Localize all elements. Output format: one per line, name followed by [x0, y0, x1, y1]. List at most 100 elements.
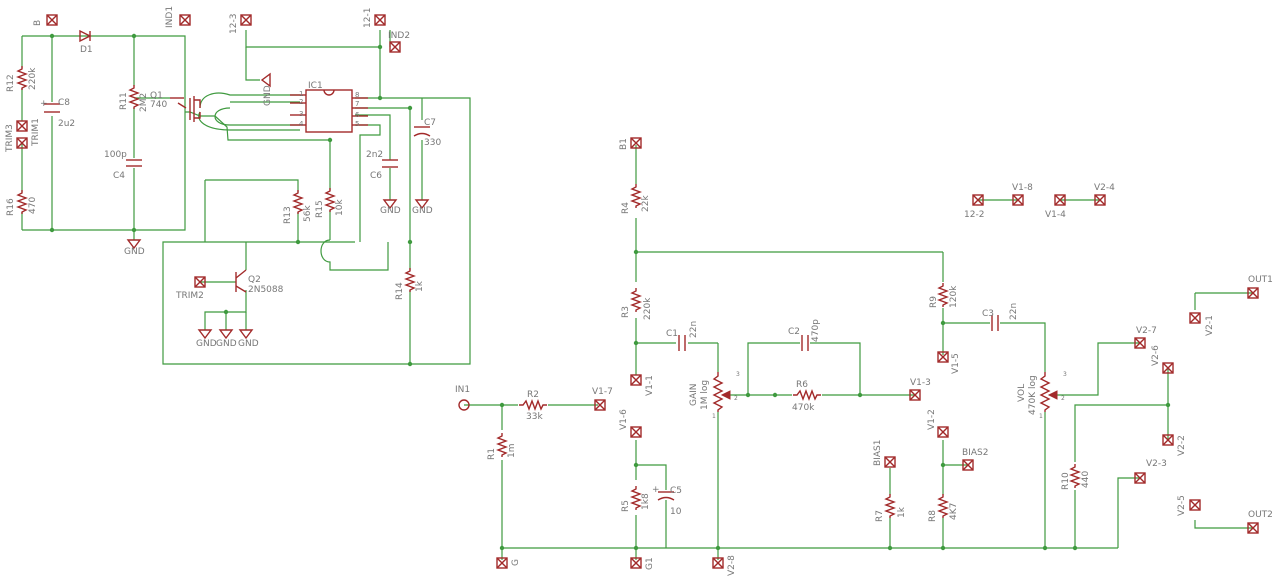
label-r14-val: 1k — [415, 280, 425, 292]
label-trim3: TRIM3 — [5, 124, 15, 153]
label-r4: R4 — [621, 202, 631, 214]
pad-12-1 — [374, 14, 386, 26]
label-v1-6: V1-6 — [619, 409, 629, 430]
label-d1: D1 — [80, 45, 93, 55]
label-trim2: TRIM2 — [175, 291, 204, 301]
label-gnd-4: GND — [412, 206, 433, 216]
label-b: B — [33, 20, 43, 26]
label-pin8: 8 — [355, 91, 359, 99]
label-ind2: IND2 — [388, 31, 410, 41]
label-c7: C7 — [424, 118, 436, 128]
mosfet-q1 — [170, 96, 201, 122]
resistor-r1 — [497, 432, 507, 458]
label-12-1: 12-1 — [363, 8, 373, 28]
label-r3: R3 — [621, 306, 631, 318]
label-v1-8: V1-8 — [1012, 183, 1033, 193]
label-r1-val: 1m — [507, 444, 517, 459]
resistor-r16 — [17, 189, 27, 215]
label-r7-val: 1k — [897, 506, 907, 518]
label-r13-val: 56k — [303, 205, 313, 222]
label-v2-2: V2-2 — [1177, 435, 1187, 456]
label-wiper-1b: 1 — [1039, 413, 1043, 420]
ic1-chip — [290, 89, 368, 133]
label-v2-3: V2-3 — [1146, 459, 1167, 469]
label-r15-val: 10k — [335, 199, 345, 216]
gnd-symbol-5 — [198, 329, 212, 339]
resistor-r11 — [129, 84, 139, 110]
potentiometer-vol — [1039, 372, 1058, 412]
pad-bias1 — [884, 456, 896, 468]
label-pin1: 1 — [299, 90, 303, 98]
label-c2: C2 — [788, 327, 800, 337]
label-vol-val: 470K log — [1028, 375, 1038, 415]
input-jack-in1 — [458, 399, 470, 411]
label-pin7: 7 — [355, 100, 359, 108]
label-out2: OUT2 — [1248, 510, 1273, 520]
label-gnd-1: GND — [124, 247, 145, 257]
label-gain: GAIN — [689, 383, 699, 406]
label-gain-val: 1M log — [700, 380, 710, 410]
label-wiper-3a: 3 — [736, 371, 740, 378]
label-pin3: 3 — [299, 110, 303, 118]
label-r13: R13 — [283, 206, 293, 224]
capacitor-c6 — [382, 159, 398, 168]
pad-v2-1 — [1189, 312, 1201, 324]
label-c1: C1 — [666, 329, 678, 339]
resistor-r4 — [631, 183, 641, 209]
label-r2: R2 — [527, 390, 539, 400]
label-c5-val: 10 — [670, 507, 682, 517]
label-out1: OUT1 — [1248, 275, 1273, 285]
label-r12-val: 220k — [28, 67, 38, 90]
label-g1: G1 — [645, 557, 655, 570]
diode-d1 — [79, 29, 92, 43]
pad-trim3 — [16, 120, 28, 132]
label-c4: C4 — [113, 171, 125, 181]
label-c3: C3 — [982, 309, 994, 319]
label-q1-val: 740 — [150, 100, 167, 110]
label-gnd-3: GND — [380, 206, 401, 216]
pad-ind2 — [389, 41, 401, 53]
components: + — [17, 29, 1080, 519]
label-bias2: BIAS2 — [962, 448, 988, 458]
resistor-r2 — [518, 400, 548, 410]
label-v1-5: V1-5 — [951, 353, 961, 374]
label-v1-1: V1-1 — [645, 375, 655, 396]
label-12-2: 12-2 — [964, 210, 984, 220]
pads — [16, 14, 1259, 569]
label-c6-val: 2n2 — [366, 150, 383, 160]
svg-text:+: + — [652, 485, 660, 495]
label-q1: Q1 — [150, 91, 163, 101]
resistor-r6 — [792, 390, 822, 400]
resistor-r10 — [1070, 463, 1080, 489]
resistor-r5 — [631, 485, 641, 511]
label-wiper-2a: 2 — [734, 395, 738, 402]
junctions — [49, 33, 1171, 551]
label-v2-8: V2-8 — [727, 555, 737, 576]
label-c2-val: 470p — [811, 319, 821, 342]
label-v1-2: V1-2 — [927, 409, 937, 430]
labels: B D1 IND1 12-3 12-1 IND2 R12 220k C8 2u2… — [5, 6, 1273, 576]
label-c8-val: 2u2 — [58, 119, 75, 129]
label-r8: R8 — [928, 510, 938, 522]
label-r2-val: 33k — [526, 412, 543, 422]
label-r16: R16 — [6, 198, 16, 216]
label-r4-val: 22k — [641, 195, 651, 212]
label-q2: Q2 — [248, 275, 261, 285]
capacitor-c8: + — [40, 99, 60, 113]
pad-v1-1 — [630, 374, 642, 386]
label-r10-val: 440 — [1081, 471, 1091, 488]
label-wiper-2b: 2 — [1061, 395, 1065, 402]
label-c7-val: 330 — [424, 138, 441, 148]
label-r16-val: 470 — [28, 197, 38, 214]
label-c3-val: 22n — [1009, 303, 1019, 320]
gnd-symbol-2 — [260, 72, 271, 88]
transistor-q2 — [235, 269, 247, 293]
label-r7: R7 — [875, 510, 885, 522]
label-v1-4: V1-4 — [1045, 210, 1066, 220]
label-g: G — [511, 559, 521, 566]
pad-b — [46, 14, 58, 26]
label-c4-val: 100p — [104, 150, 127, 160]
label-gnd-2: GND — [263, 85, 273, 106]
label-v2-1: V2-1 — [1205, 315, 1215, 336]
label-gnd-7: GND — [238, 339, 259, 349]
